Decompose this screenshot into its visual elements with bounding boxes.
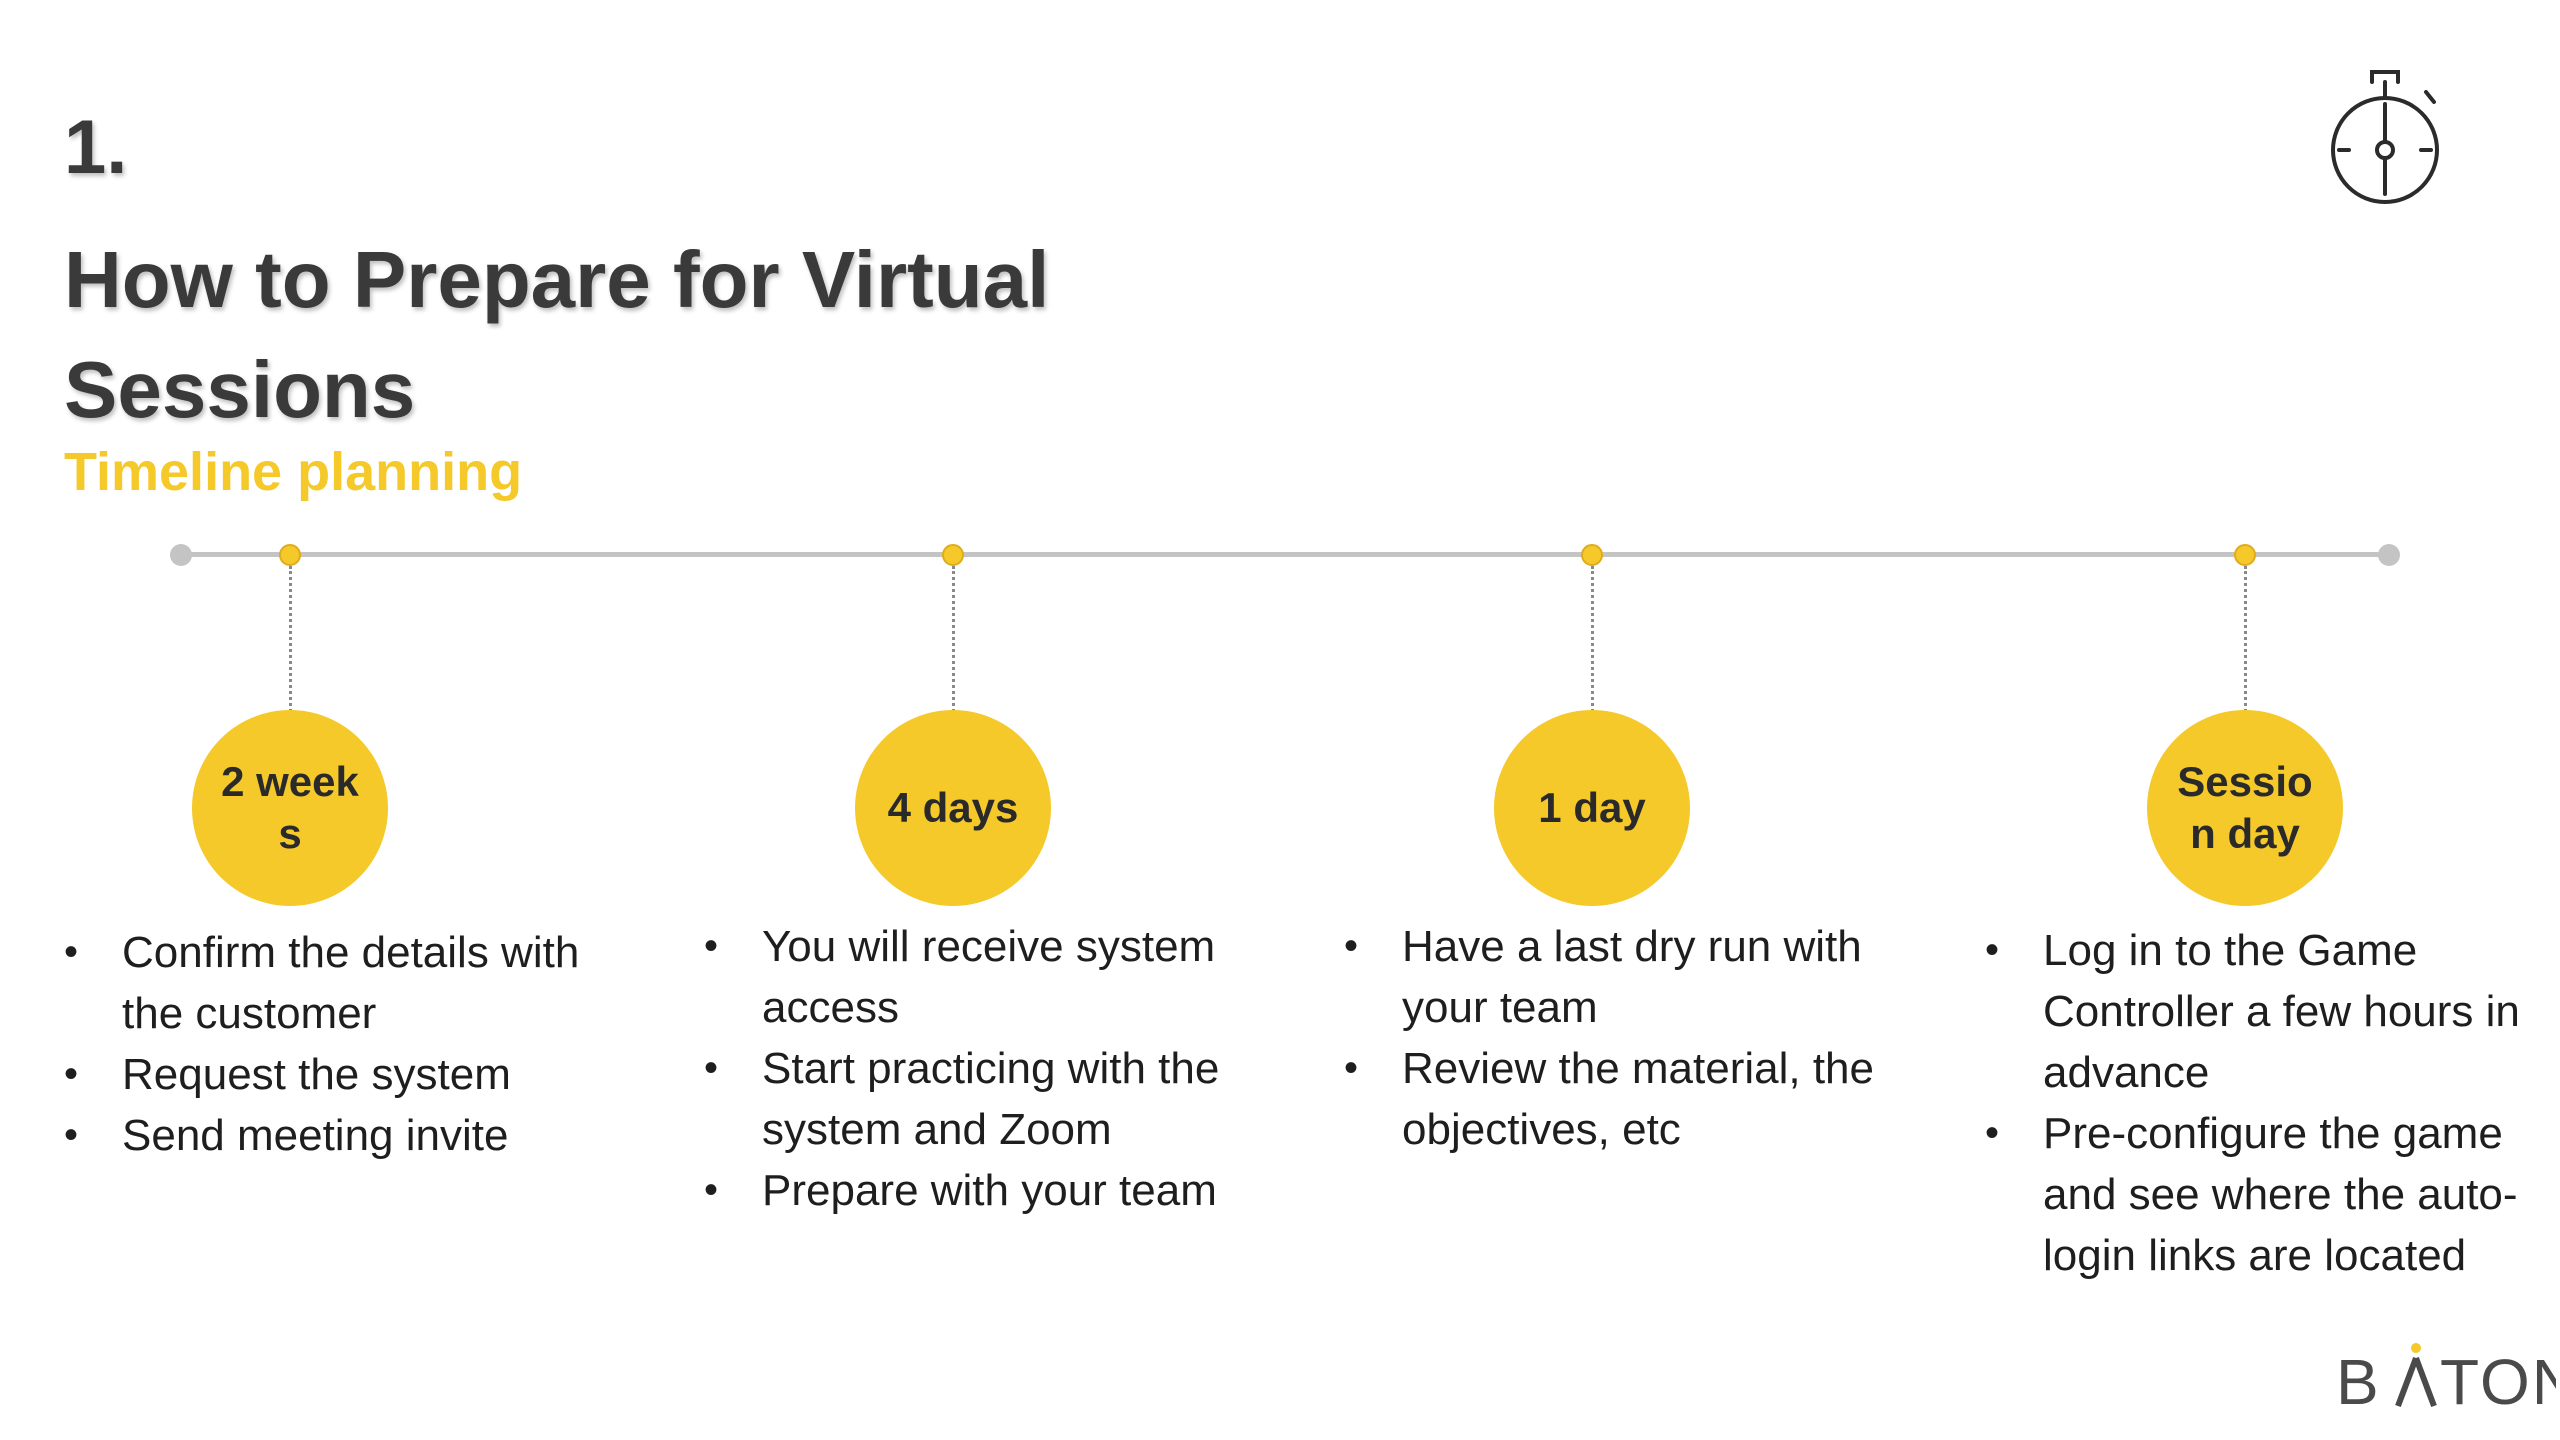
timeline-line [180,552,2390,557]
milestone-connector [952,566,955,712]
milestone-dot [1581,544,1603,566]
list-item: Have a last dry run with your team [1342,916,1902,1038]
timeline-start-dot [170,544,192,566]
milestone-task-list: Confirm the details with the customer Re… [62,922,622,1166]
list-item: Confirm the details with the customer [62,922,622,1044]
list-item: Send meeting invite [62,1105,622,1166]
milestone-task-list: You will receive system access Start pra… [702,916,1262,1221]
milestone-connector [2244,566,2247,712]
milestone-circle: 1 day [1494,710,1690,906]
list-item: Log in to the Game Controller a few hour… [1983,920,2523,1103]
milestone-circle: Session day [2147,710,2343,906]
milestone-connector [1591,566,1594,712]
list-item: Prepare with your team [702,1160,1262,1221]
milestone-label: 2 weeks [221,758,359,857]
svg-text:TON: TON [2440,1346,2556,1418]
list-item: Start practicing with the system and Zoo… [702,1038,1262,1160]
milestone-label: 1 day [1538,784,1646,831]
svg-text:B: B [2336,1346,2381,1418]
page-subtitle: Timeline planning [64,442,523,502]
baton-logo: B TON [2336,1343,2556,1418]
page-title: How to Prepare for Virtual Sessions [64,235,1050,434]
milestone-connector [289,566,292,712]
milestone-dot [279,544,301,566]
milestone-dot [2234,544,2256,566]
milestone-label: Session day [2177,758,2313,857]
list-item: Request the system [62,1044,622,1105]
timeline-end-dot [2378,544,2400,566]
baton-logo-mark [2395,1343,2437,1408]
milestone-task-list: Have a last dry run with your team Revie… [1342,916,1902,1160]
milestone-circle: 2 weeks [192,710,388,906]
list-item: Review the material, the objectives, etc [1342,1038,1902,1160]
milestone-task-list: Log in to the Game Controller a few hour… [1983,920,2523,1286]
list-item: Pre-configure the game and see where the… [1983,1103,2523,1286]
milestone-label: 4 days [887,784,1019,831]
section-number: 1. [64,105,128,190]
milestone-dot [942,544,964,566]
milestone-circle: 4 days [855,710,1051,906]
stopwatch-icon [2331,70,2439,204]
list-item: You will receive system access [702,916,1262,1038]
